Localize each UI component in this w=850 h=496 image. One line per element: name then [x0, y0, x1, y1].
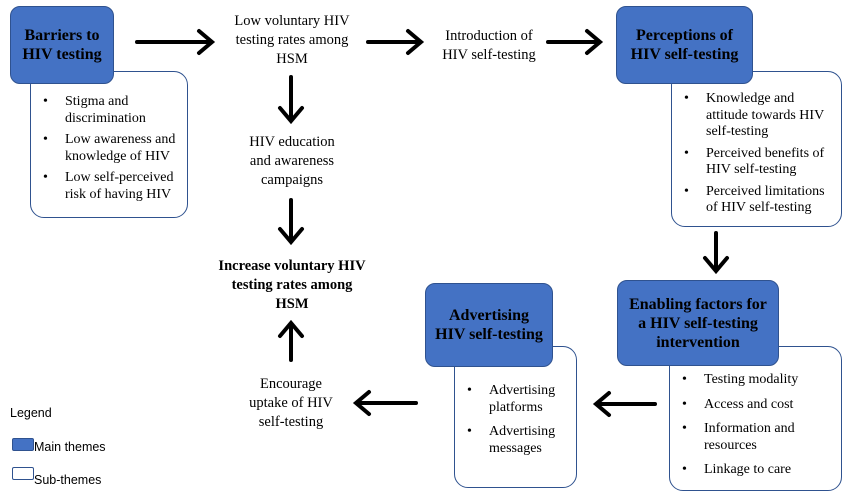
barriers-main-theme: Barriers to HIV testing	[10, 6, 114, 84]
encourage-uptake-text: Encourage uptake of HIV self-testing	[249, 376, 333, 430]
list-item: Perceived limitations of HIV self-testin…	[672, 184, 841, 217]
enabling-subthemes-list: Testing modality Access and cost Informa…	[670, 372, 841, 479]
arrow-up-icon	[278, 319, 304, 362]
arrow-right-icon	[135, 29, 216, 55]
list-item: Linkage to care	[670, 462, 841, 479]
legend-main-swatch	[12, 438, 34, 451]
list-item: Testing modality	[670, 372, 841, 389]
list-item: Advertising platforms	[455, 383, 576, 416]
list-item: Knowledge and attitude towards HIV self-…	[672, 91, 841, 141]
legend-main-label: Main themes	[34, 440, 106, 454]
arrow-left-icon	[592, 391, 657, 417]
low-testing-rates-text: Low voluntary HIV testing rates among HS…	[234, 13, 350, 67]
arrow-right-icon	[366, 29, 425, 55]
advertising-subthemes-list: Advertising platforms Advertising messag…	[455, 383, 576, 457]
legend-title: Legend	[10, 406, 52, 420]
legend-sub-swatch	[12, 467, 34, 480]
barriers-subthemes-box: Stigma and discrimination Low awareness …	[30, 71, 188, 218]
list-item: Advertising messages	[455, 424, 576, 457]
arrow-down-icon	[278, 75, 304, 125]
list-item: Low awareness and knowledge of HIV	[31, 132, 187, 165]
list-item: Stigma and discrimination	[31, 94, 187, 127]
perceptions-subthemes-list: Knowledge and attitude towards HIV self-…	[672, 91, 841, 217]
enabling-main-theme: Enabling factors for a HIV self-testing …	[617, 280, 779, 366]
introduction-text: Introduction of HIV self-testing	[442, 28, 536, 63]
arrow-right-icon	[546, 29, 604, 55]
arrow-down-icon	[703, 231, 729, 275]
enabling-subthemes-box: Testing modality Access and cost Informa…	[669, 346, 842, 491]
perceptions-subthemes-box: Knowledge and attitude towards HIV self-…	[671, 71, 842, 227]
advertising-main-theme: Advertising HIV self-testing	[425, 283, 553, 367]
list-item: Information and resources	[670, 421, 841, 454]
list-item: Perceived benefits of HIV self-testing	[672, 146, 841, 179]
advertising-subthemes-box: Advertising platforms Advertising messag…	[454, 346, 577, 488]
arrow-down-icon	[278, 198, 304, 246]
legend-sub-label: Sub-themes	[34, 473, 102, 487]
list-item: Low self-perceived risk of having HIV	[31, 170, 187, 203]
increase-testing-rates-text: Increase voluntary HIV testing rates amo…	[218, 258, 366, 312]
education-campaigns-text: HIV education and awareness campaigns	[249, 134, 335, 188]
list-item: Access and cost	[670, 397, 841, 414]
arrow-left-icon	[352, 390, 418, 416]
barriers-subthemes-list: Stigma and discrimination Low awareness …	[31, 94, 187, 203]
perceptions-main-theme: Perceptions of HIV self-testing	[616, 6, 753, 84]
